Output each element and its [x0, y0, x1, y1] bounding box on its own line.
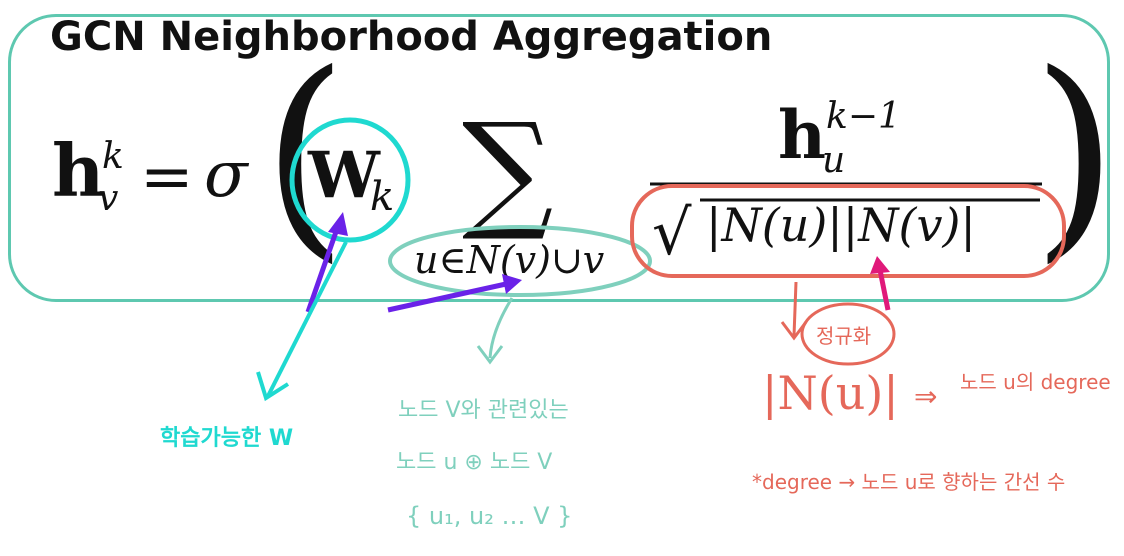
lhs-superscript: k [102, 136, 124, 177]
norm-label: 정규화 [816, 324, 872, 348]
sum-index: u∈N(v)∪v [414, 238, 605, 282]
equals-sign: = [140, 140, 194, 214]
sqrt-symbol: √ [652, 196, 692, 269]
lhs-subscript: v [98, 178, 119, 219]
sum-index-ellipse [388, 225, 652, 297]
pink-arrowhead [870, 256, 890, 274]
weight-subscript: k [370, 174, 395, 220]
teal-arrow-note [488, 297, 514, 359]
sum-symbol: ∑ [462, 96, 554, 245]
weight-W: W [308, 138, 380, 213]
slide-frame [8, 14, 1110, 302]
teal-arrowhead-note [476, 345, 504, 365]
purple-arrowhead-weight [328, 212, 348, 236]
numerator-h: h [778, 96, 826, 174]
degree-symbol: |N(u)| [762, 366, 899, 420]
numerator-superscript: k−1 [826, 96, 901, 137]
degree-definition: *degree → 노드 u로 향하는 간선 수 [752, 470, 1066, 494]
pink-arrow [877, 269, 891, 311]
sum-note-line3: { u₁, u₂ … V } [406, 502, 573, 530]
sum-note-line1: 노드 V와 관련있는 [398, 398, 569, 423]
norm-label-ellipse [800, 302, 896, 366]
weight-circle [289, 117, 411, 243]
purple-arrow-weight [305, 225, 341, 313]
close-paren: ) [1032, 26, 1118, 282]
cyan-arrowhead-note [256, 371, 290, 402]
degree-arrow: ⇒ [914, 380, 938, 413]
denominator: |N(u)||N(v)| [706, 198, 976, 252]
red-arrow-norm [792, 281, 798, 337]
lhs-h: h [52, 128, 105, 213]
purple-arrowhead-sum [502, 274, 522, 294]
sigma-symbol: σ [204, 138, 248, 212]
weight-note: 학습가능한 W [160, 426, 294, 451]
cyan-arrow-note [266, 241, 348, 397]
numerator-subscript: u [822, 140, 846, 181]
degree-note: 노드 u의 degree [960, 370, 1111, 394]
slide-title: GCN Neighborhood Aggregation [50, 14, 773, 60]
sum-note-line2: 노드 u ⊕ 노드 V [396, 450, 553, 475]
denominator-highlight [630, 184, 1066, 278]
purple-arrow-sum [387, 281, 507, 313]
